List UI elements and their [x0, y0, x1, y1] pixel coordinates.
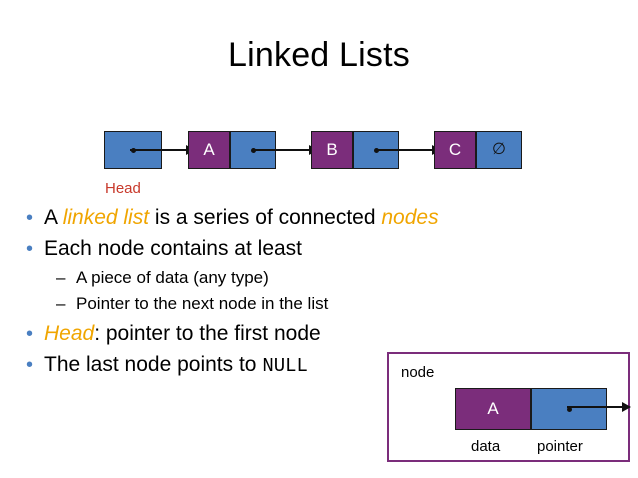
inset-node-label: node [401, 364, 435, 381]
sub-list-item: A piece of data (any type) [14, 265, 484, 291]
list-item: A linked list is a series of connected n… [14, 203, 484, 233]
inset-pointer-cell [531, 388, 607, 430]
node-a-data-cell: A [188, 131, 230, 169]
bullet-list: A linked list is a series of connected n… [14, 203, 484, 382]
bullet-text: A [44, 206, 63, 229]
bullet-emphasis-head: Head [44, 322, 95, 345]
bullet-text: is a series of connected [149, 206, 382, 229]
sub-list-item: Pointer to the next node in the list [14, 291, 484, 317]
page-title: Linked Lists [228, 36, 410, 74]
inset-outgoing-arrow [567, 406, 624, 408]
list-item: The last node points to NULL [14, 350, 484, 381]
bullet-text: : pointer to the first node [94, 322, 321, 345]
inset-pointer-label: pointer [537, 438, 583, 455]
arrow-a-to-b [253, 149, 311, 151]
list-item: Head: pointer to the first node [14, 319, 484, 349]
sub-bullet-text: Pointer to the next node in the list [76, 294, 329, 313]
null-symbol-icon: ∅ [492, 141, 506, 158]
node-b-data-cell: B [311, 131, 353, 169]
pointer-dot-icon [566, 406, 572, 412]
bullet-text: The last node points to [44, 353, 263, 376]
node-c-data-cell: C [434, 131, 476, 169]
bullet-text: Each node contains at least [44, 237, 303, 260]
bullet-code-null: NULL [262, 355, 308, 377]
list-item: Each node contains at least [14, 234, 484, 264]
inset-data-label: data [471, 438, 501, 455]
arrow-head-icon-4 [622, 402, 631, 412]
arrow-head-to-a [130, 149, 188, 151]
sub-bullet-text: A piece of data (any type) [76, 268, 269, 287]
arrow-b-to-c [376, 149, 434, 151]
bullet-emphasis-nodes: nodes [381, 206, 439, 229]
node-c-null-cell: ∅ [476, 131, 522, 169]
inset-data-cell: A [455, 388, 531, 430]
head-label: Head [105, 180, 141, 197]
bullet-emphasis-linked-list: linked list [62, 206, 150, 229]
